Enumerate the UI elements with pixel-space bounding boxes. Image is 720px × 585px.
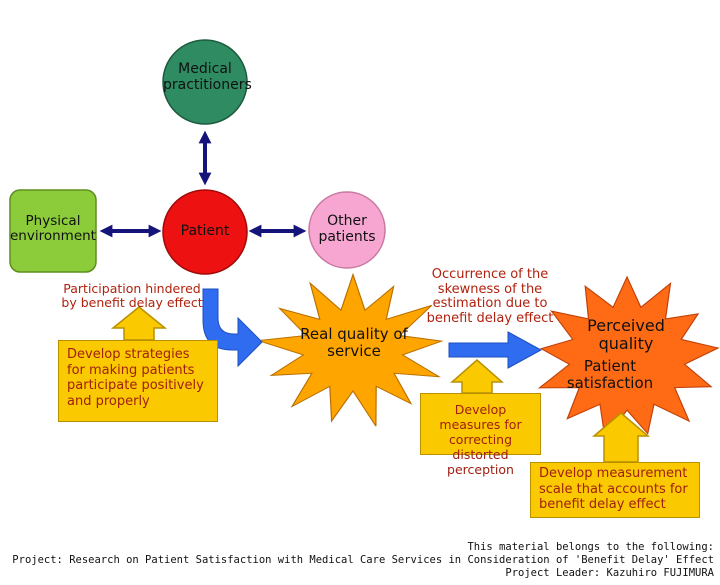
strategies-callout-arrow [110,306,168,341]
participation-note: Participation hindered by benefit delay … [61,281,203,310]
other-patients-node [308,191,386,269]
other-patients-label: Other patients [318,213,376,245]
service-to-perceived-arrow [448,331,543,369]
perceived-quality-label: Perceived quality [587,316,665,353]
perceived-quality-star [537,275,720,440]
physical-environment-label: Physical environment [10,213,96,245]
medical-practitioners-node [162,39,248,125]
scale-box: Develop measurement scale that accounts … [530,462,700,518]
real-quality-label: Real quality of service [300,325,408,360]
footer-ownership: This material belongs to the following: [467,541,714,553]
real-quality-star [257,272,444,427]
scale-callout-arrow [591,412,651,463]
physical-environment-node [9,189,97,273]
footer-leader: Project Leader: Kazuhiro FUJIMURA [505,567,714,579]
skewness-note: Occurrence of the skewness of the estima… [426,267,554,326]
medical-practitioners-label: Medical practitioners [163,61,252,93]
measures-callout-arrow [450,359,504,394]
patient-label: Patient [180,223,230,239]
patient-node [162,189,248,275]
measures-box: Develop measures for correcting distorte… [420,393,541,477]
strategies-box: Develop strategies for making patients p… [58,340,218,422]
patient-satisfaction-label: Patient satisfaction [566,357,654,392]
footer-project: Project: Research on Patient Satisfactio… [12,554,714,566]
